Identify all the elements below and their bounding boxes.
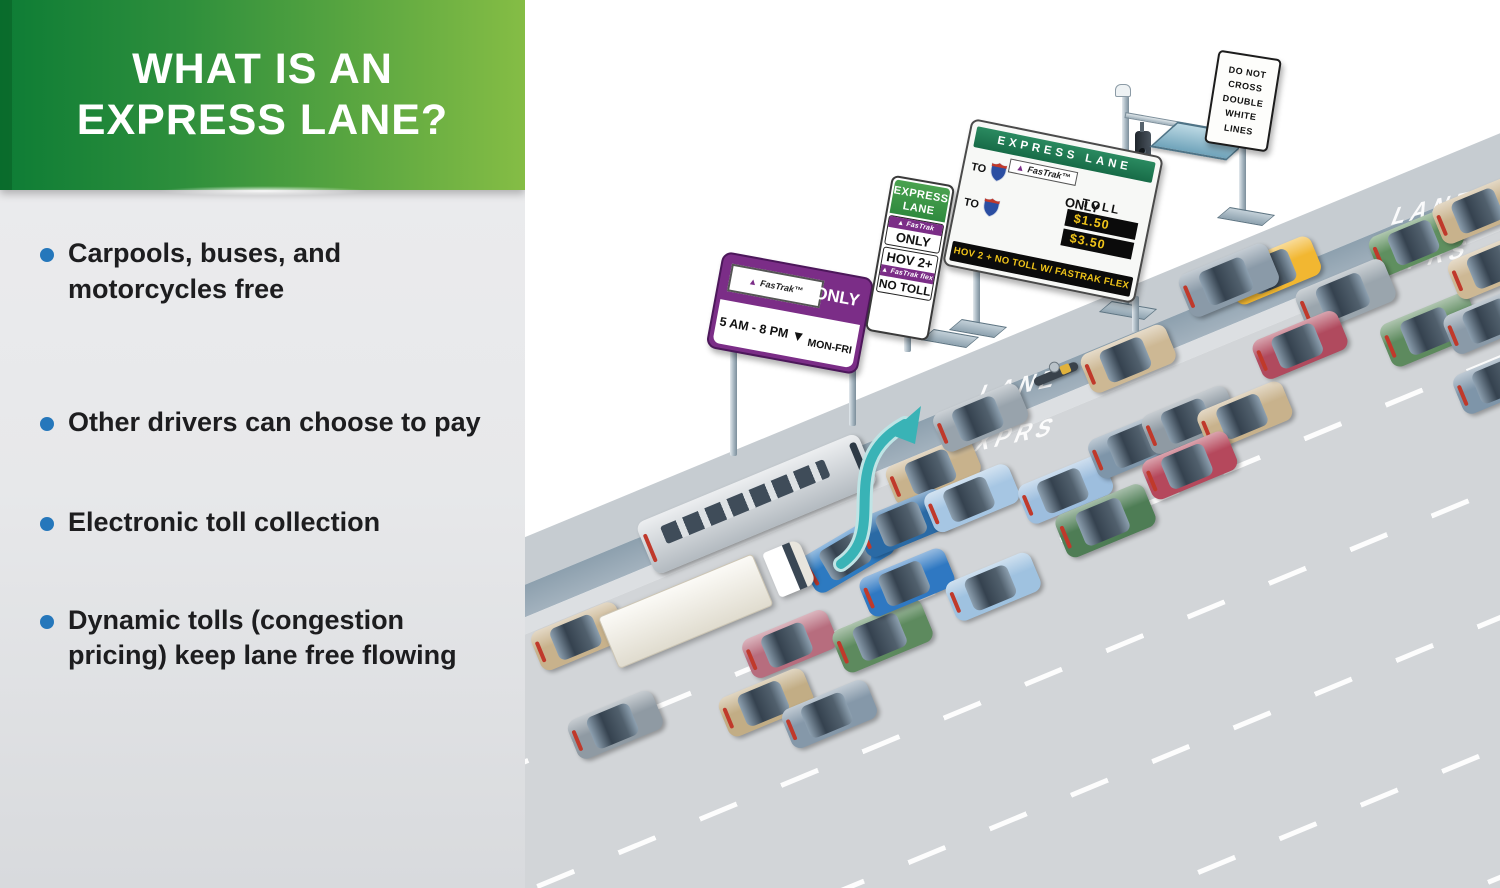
fastrak-brand-label: FasTrak™ [1026,164,1072,183]
page-title-line2: EXPRESS LANE? [76,96,449,144]
bullet-list: Carpools, buses, and motorcycles free Ot… [0,190,525,674]
fastrak-logo-chip: ▲ FasTrak™ [726,263,825,309]
overhead-toll-sign: EXPRESS LANE TO TO ▲ [942,117,1164,305]
header-line2: LANE [901,200,936,218]
hours-sign-pole [849,336,856,426]
express-lane-post-sign: EXPRESS LANE ▲ FasTrak ONLY HOV 2+ ▲ Fas… [864,174,956,342]
interstate-shield-icon [983,197,1001,218]
overhead-sign-pole [973,268,980,330]
down-arrow-icon: ▼ [790,326,807,346]
interstate-shield-icon [990,162,1008,182]
do-not-cross-sign: DO NOT CROSS DOUBLE WHITE LINES [1204,49,1282,153]
to-route-row: TO [962,192,1001,219]
left-panel: WHAT IS AN EXPRESS LANE? Carpools, buses… [0,0,525,888]
page-title-line1: WHAT IS AN [132,45,393,94]
gantry-lamp-icon [1115,84,1131,97]
post-sign-pole [904,328,911,352]
bullet-item-electronic-toll: Electronic toll collection [40,505,485,541]
dnc-sign-base-plate [1216,207,1276,226]
fastrak-brand-label: FasTrak™ [759,278,804,296]
to-label: TO [969,160,988,176]
to-label: TO [962,196,980,211]
dnc-sign-pole [1239,144,1246,218]
fastrak-triangle-icon: ▲ [747,275,759,287]
only-label: ONLY [812,283,862,311]
hov-flex-box: HOV 2+ ▲ FasTrak flex NO TOLL [875,246,939,302]
merge-arrow-icon [833,406,921,572]
title-banner: WHAT IS AN EXPRESS LANE? [0,0,525,196]
days-label: MON-FRI [806,336,853,357]
overhead-sign-body: TO TO ▲ FasTrak™ ONLY [949,148,1156,280]
hours-label: 5 AM - 8 PM [718,314,790,341]
fastrak-triangle-icon: ▲ [880,266,889,275]
bullet-item-dynamic-tolls: Dynamic tolls (congestion pricing) keep … [40,603,485,674]
hours-sign-pole [730,350,737,456]
bullet-item-carpools: Carpools, buses, and motorcycles free [40,236,485,307]
overhead-sign-pole [1132,296,1139,332]
bullet-item-pay: Other drivers can choose to pay [40,405,485,441]
to-route-row: TO [969,157,1008,184]
highway-illustration: LANE EXPRS LANE EXPRS [525,0,1500,888]
fastrak-triangle-icon: ▲ [896,219,905,228]
fastrak-triangle-icon: ▲ [1015,161,1026,173]
